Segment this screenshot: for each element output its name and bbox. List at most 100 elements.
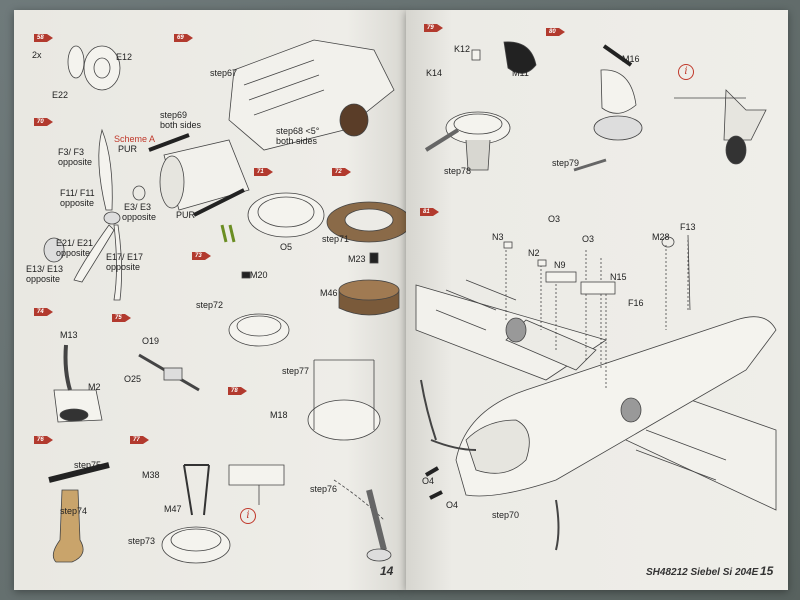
step-tag-70: 70 <box>34 118 53 126</box>
propeller-blade-top <box>98 128 113 211</box>
label-m16: M16 <box>622 54 640 64</box>
part-n15 <box>580 281 616 295</box>
step-tag-75: 75 <box>112 314 131 322</box>
right-page: 79 80 81 K12 K14 M11 step78 M16 step79 i… <box>406 10 788 590</box>
propeller-blade-bottom <box>73 224 115 283</box>
wheel-e22-part <box>67 45 85 79</box>
label-n3: N3 <box>492 232 504 242</box>
label-step71: step71 <box>322 234 350 244</box>
label-m20: M20 <box>250 270 268 280</box>
step-tag-79: 79 <box>424 24 443 32</box>
label-qty-2x: 2x <box>32 50 42 60</box>
step-tag-76: 76 <box>34 436 53 444</box>
propeller-right <box>555 499 560 551</box>
label-scheme-a: Scheme A <box>114 134 156 144</box>
label-step79: step79 <box>552 158 580 168</box>
propeller-left <box>420 379 477 451</box>
gun-assembly <box>674 89 767 141</box>
label-f11-opposite: opposite <box>60 198 95 208</box>
label-f3-opposite: opposite <box>58 157 93 167</box>
label-m47: M47 <box>164 504 182 514</box>
label-both-sides-69: both sides <box>160 120 202 130</box>
step-tag-73: 73 <box>192 252 211 260</box>
tan-mount-part <box>52 489 84 563</box>
label-e17: E17/ E17 <box>106 252 144 262</box>
left-page: 58 69 70 71 72 73 74 75 76 77 78 2x E12 … <box>14 10 406 590</box>
label-n9: N9 <box>554 260 566 270</box>
label-both-sides-68: both sides <box>276 136 318 146</box>
label-m23: M23 <box>348 254 366 264</box>
step-tag-78: 78 <box>228 387 247 395</box>
label-step78: step78 <box>444 166 472 176</box>
label-e12: E12 <box>116 52 133 62</box>
label-e22: E22 <box>52 90 69 100</box>
label-m28: M28 <box>652 232 670 242</box>
label-m18: M18 <box>270 410 288 420</box>
label-e3: E3/ E3 <box>124 202 152 212</box>
label-m11: M11 <box>512 68 529 78</box>
label-step72: step72 <box>196 300 224 310</box>
step-tag-81: 81 <box>420 208 439 216</box>
left-page-number: 14 <box>380 564 394 578</box>
label-m13: M13 <box>60 330 78 340</box>
label-o3-right: O3 <box>582 234 595 244</box>
step-tag-77: 77 <box>130 436 149 444</box>
label-step77: step77 <box>282 366 310 376</box>
step-tag-71: 71 <box>254 168 273 176</box>
landing-wheel-right <box>620 397 642 423</box>
label-e13: E13/ E13 <box>26 264 64 274</box>
gun-step75 <box>48 462 110 483</box>
label-o19: O19 <box>142 336 160 346</box>
label-step74: step74 <box>60 506 88 516</box>
turret-step77 <box>307 399 381 441</box>
label-o25: O25 <box>124 374 142 384</box>
label-e21: E21/ E21 <box>56 238 94 248</box>
label-o5: O5 <box>280 242 293 252</box>
label-pur-top: PUR <box>118 144 138 154</box>
turret-ring-step72 <box>228 313 290 347</box>
label-m38: M38 <box>142 470 160 480</box>
gun-step76 <box>366 489 387 551</box>
label-e3-opposite: opposite <box>122 212 157 222</box>
info-icon: i <box>678 64 694 80</box>
label-e21-opposite: opposite <box>56 248 91 258</box>
label-f3: F3/ F3 <box>58 147 85 157</box>
label-o4-bottom: O4 <box>446 500 459 510</box>
label-m2: M2 <box>88 382 101 392</box>
label-step70: step70 <box>492 510 520 520</box>
label-step73: step73 <box>128 536 156 546</box>
info-icon: i <box>240 508 256 524</box>
label-o3-left: O3 <box>548 214 561 224</box>
footer-title: SH48212 Siebel Si 204E <box>646 567 759 578</box>
label-f13: F13 <box>680 222 696 232</box>
right-page-number: 15 <box>760 564 774 578</box>
wheel-e12-part <box>83 45 121 91</box>
exhaust-pipe-pur <box>193 188 245 217</box>
turret-ring-step73 <box>161 526 231 564</box>
label-m46: M46 <box>320 288 338 298</box>
label-step68: step68 <5° <box>276 126 320 136</box>
aircraft-fuselage <box>455 316 777 497</box>
step-tag-80: 80 <box>546 28 565 36</box>
label-n2: N2 <box>528 248 540 258</box>
label-e13-opposite: opposite <box>26 274 61 284</box>
step-tag-58: 58 <box>34 34 53 42</box>
label-step69: step69 <box>160 110 188 120</box>
label-step67: step67 <box>210 68 238 78</box>
canopy-m11 <box>503 41 537 74</box>
seat-frame-m38 <box>183 464 210 516</box>
label-f11: F11/ F11 <box>60 188 95 198</box>
landing-wheel-left <box>505 317 527 343</box>
label-step75: step75 <box>74 460 102 470</box>
label-k12: K12 <box>454 44 471 54</box>
left-page-drawings <box>43 39 406 564</box>
label-o4-top: O4 <box>422 476 435 486</box>
right-page-drawings <box>415 41 777 551</box>
ring-o5-part <box>247 192 325 238</box>
step-tag-74: 74 <box>34 308 53 316</box>
disc-part <box>339 103 369 137</box>
exhaust-pipe-pur-top <box>148 133 190 152</box>
turret-step79 <box>600 69 637 114</box>
part-n9 <box>545 271 577 283</box>
